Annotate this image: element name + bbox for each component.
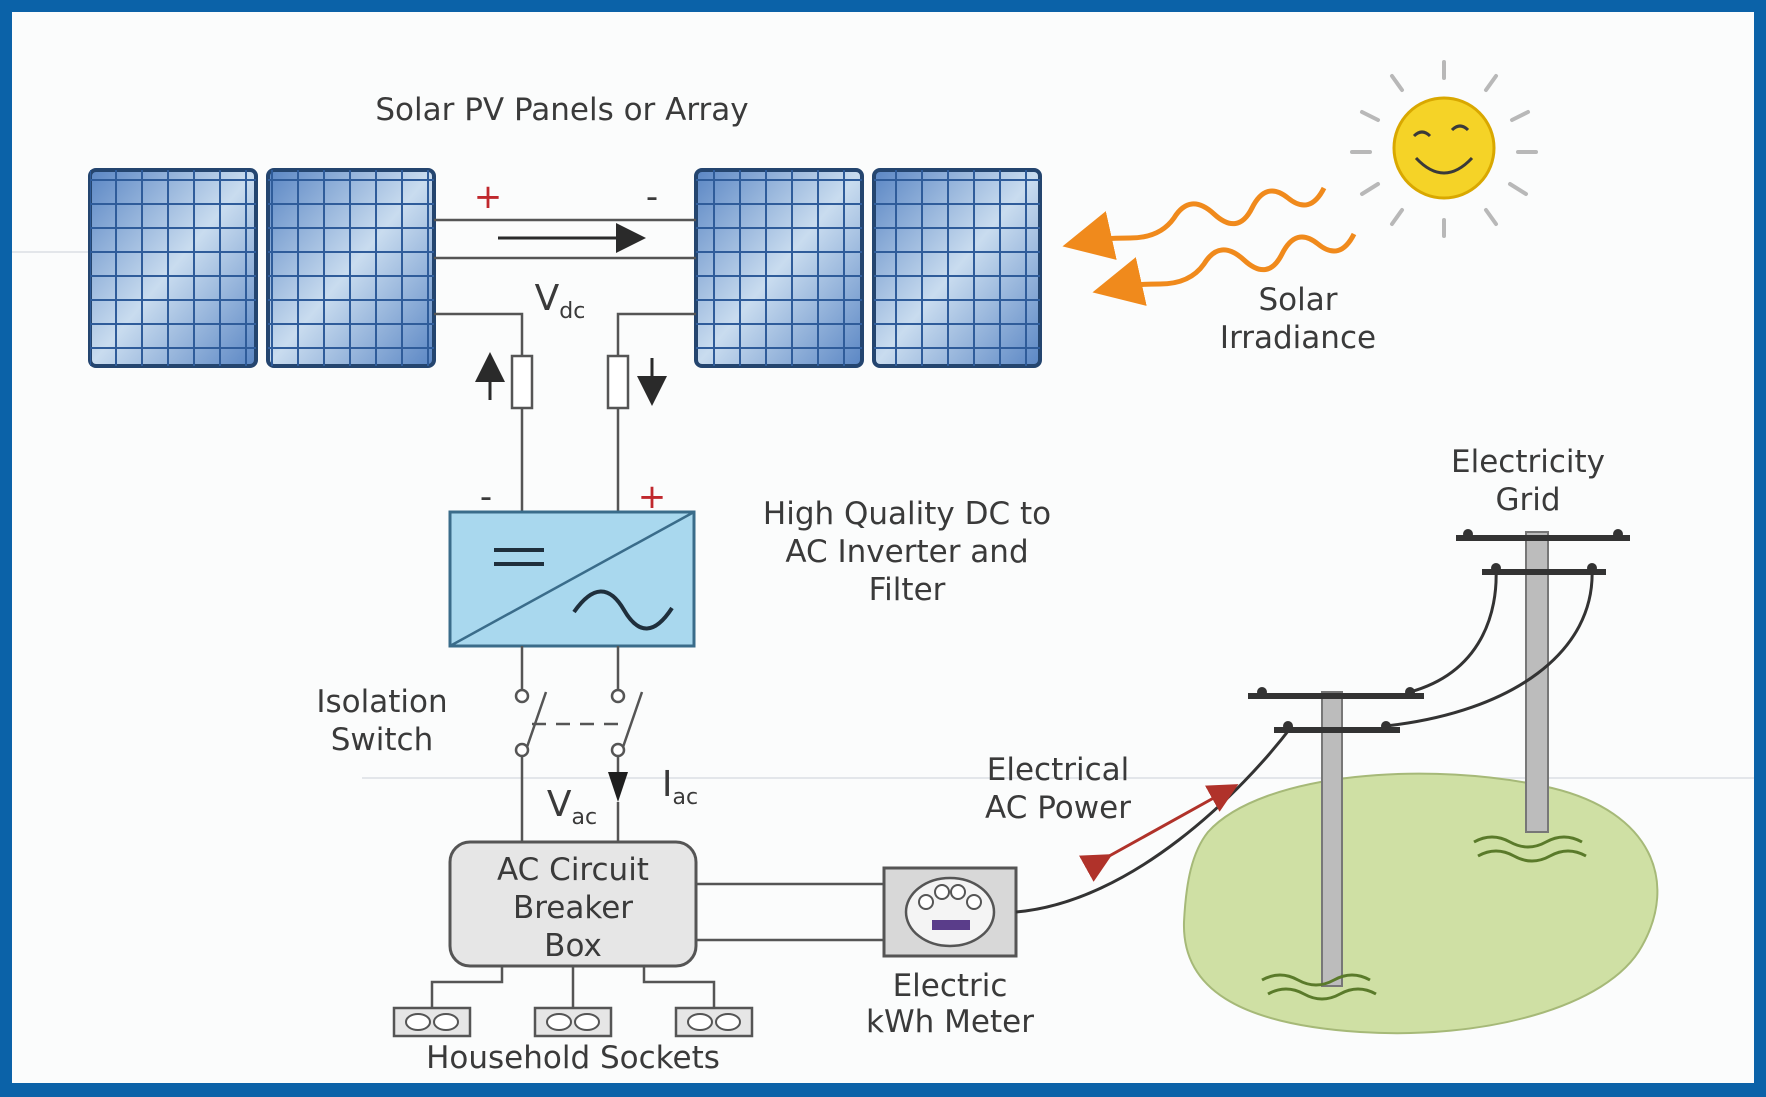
ground-patch <box>1182 772 1659 1035</box>
ac-power-arrow <box>1078 784 1239 882</box>
meter-label-line1: Electric <box>893 968 1008 1004</box>
pv-panel <box>88 168 258 368</box>
isolation-switch <box>520 646 644 842</box>
irradiance-arrows <box>1062 186 1357 306</box>
utility-pole <box>1456 529 1630 863</box>
plus-sign: + <box>474 177 503 217</box>
iac-label: Iac <box>662 764 698 810</box>
irradiance-label-line1: Solar <box>1259 282 1338 318</box>
grid-label-line2: Grid <box>1495 482 1560 518</box>
household-socket <box>674 1006 754 1038</box>
household-socket <box>533 1006 613 1038</box>
minus-sign: - <box>646 177 658 217</box>
inverter-label-line1: High Quality DC to <box>763 496 1051 532</box>
dc-wiring <box>434 218 696 512</box>
sun-icon <box>1350 60 1538 238</box>
minus-sign: - <box>480 477 492 517</box>
pv-panel-array <box>88 168 1042 368</box>
ac-symbol <box>572 589 674 631</box>
pv-panel <box>694 168 864 368</box>
current-arrow <box>608 772 628 802</box>
breaker-label-line2: Breaker <box>513 890 633 926</box>
isolation-label-line2: Switch <box>331 722 434 758</box>
background-guides <box>12 251 1754 779</box>
socket-wiring <box>430 966 716 1008</box>
sockets-label: Household Sockets <box>426 1040 720 1076</box>
plus-sign: + <box>638 477 667 517</box>
ac-power-label-line1: Electrical <box>987 752 1129 788</box>
ac-wiring <box>696 882 884 942</box>
kwh-meter <box>882 866 1018 958</box>
solar-pv-diagram: Solar PV Panels or Array + - Vdc - + Hig… <box>12 60 1754 1076</box>
breaker-label-line3: Box <box>544 928 602 964</box>
fuse <box>606 354 630 410</box>
vdc-label: Vdc <box>535 278 586 324</box>
irradiance-label-line2: Irradiance <box>1220 320 1376 356</box>
ac-power-label-line2: AC Power <box>985 790 1131 826</box>
vac-label: Vac <box>547 784 597 830</box>
inverter-label-line3: Filter <box>869 572 946 608</box>
breaker-label-line1: AC Circuit <box>497 852 649 888</box>
panels-label: Solar PV Panels or Array <box>375 92 748 128</box>
pv-panel <box>266 168 436 368</box>
inverter-label-line2: AC Inverter and <box>785 534 1028 570</box>
utility-pole <box>1248 687 1424 1001</box>
inverter-box <box>448 510 696 648</box>
meter-label-line2: kWh Meter <box>866 1004 1034 1040</box>
fuse <box>510 354 534 410</box>
isolation-label-line1: Isolation <box>316 684 447 720</box>
grid-label-line1: Electricity <box>1451 444 1605 480</box>
pv-panel <box>872 168 1042 368</box>
household-socket <box>392 1006 472 1038</box>
